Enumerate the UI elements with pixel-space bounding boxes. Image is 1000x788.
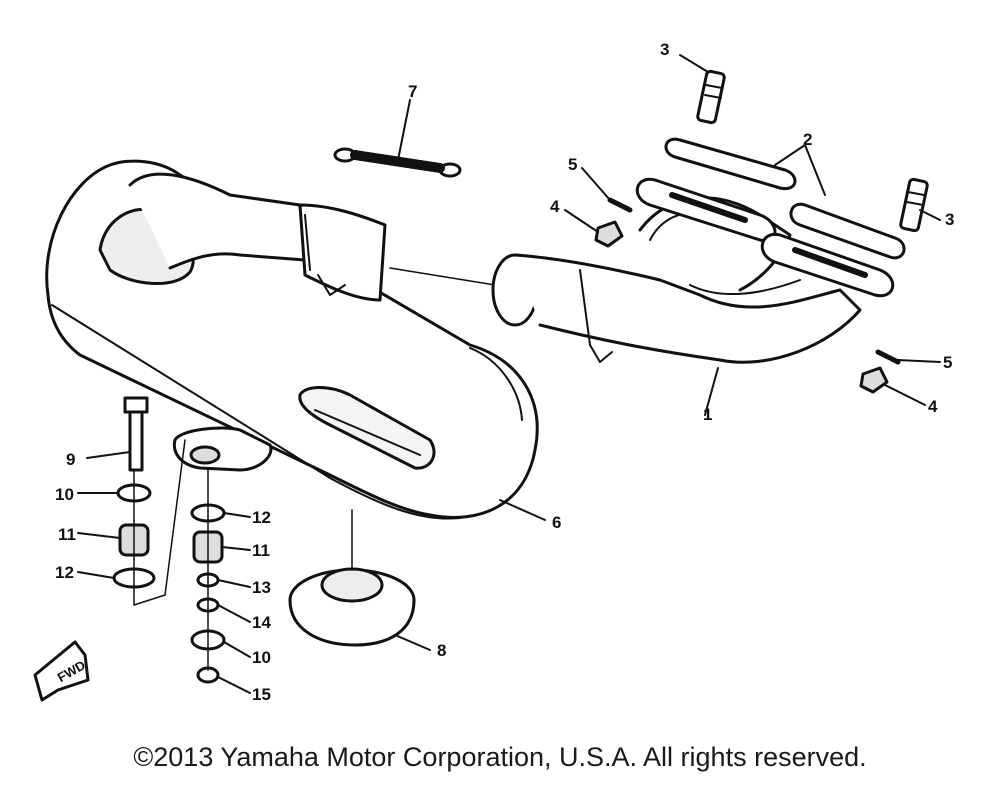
callout-10-left: 10 — [55, 485, 74, 504]
callout-12-right: 12 — [252, 508, 271, 527]
callout-4-upper: 4 — [550, 197, 560, 216]
nut-upper — [594, 220, 624, 248]
muffler-spring — [333, 147, 462, 178]
callout-7: 7 — [408, 82, 417, 101]
muffler-inlet-pipe — [128, 172, 387, 302]
callout-15: 15 — [252, 685, 271, 704]
callout-14: 14 — [252, 613, 271, 632]
copyright-notice: ©2013 Yamaha Motor Corporation, U.S.A. A… — [133, 742, 867, 772]
callout-5-upper: 5 — [568, 155, 577, 174]
callout-3-right: 3 — [945, 210, 954, 229]
callout-2: 2 — [803, 130, 812, 149]
muffler-bracket — [172, 426, 273, 472]
callout-6: 6 — [552, 513, 561, 532]
callout-9: 9 — [66, 450, 75, 469]
spring-washer-lower — [875, 349, 901, 365]
muffler-grommet — [288, 567, 416, 647]
callout-10-right: 10 — [252, 648, 271, 667]
callout-5-lower: 5 — [943, 353, 952, 372]
exhaust-flanges — [635, 137, 906, 298]
callout-3-top: 3 — [660, 40, 669, 59]
forward-direction-arrow — [33, 640, 90, 702]
nut-lower — [859, 366, 889, 394]
exhaust-stud-top — [696, 69, 726, 125]
exhaust-stud-right — [899, 177, 929, 233]
callout-12-left: 12 — [55, 563, 74, 582]
callout-8: 8 — [437, 641, 446, 660]
callout-4-lower: 4 — [928, 397, 938, 416]
spring-washer-upper — [607, 197, 633, 213]
callout-13: 13 — [252, 578, 271, 597]
callout-1: 1 — [703, 405, 712, 424]
callout-11-right: 11 — [252, 541, 270, 560]
callout-11-left: 11 — [58, 525, 76, 544]
mounting-bolt — [123, 396, 149, 472]
